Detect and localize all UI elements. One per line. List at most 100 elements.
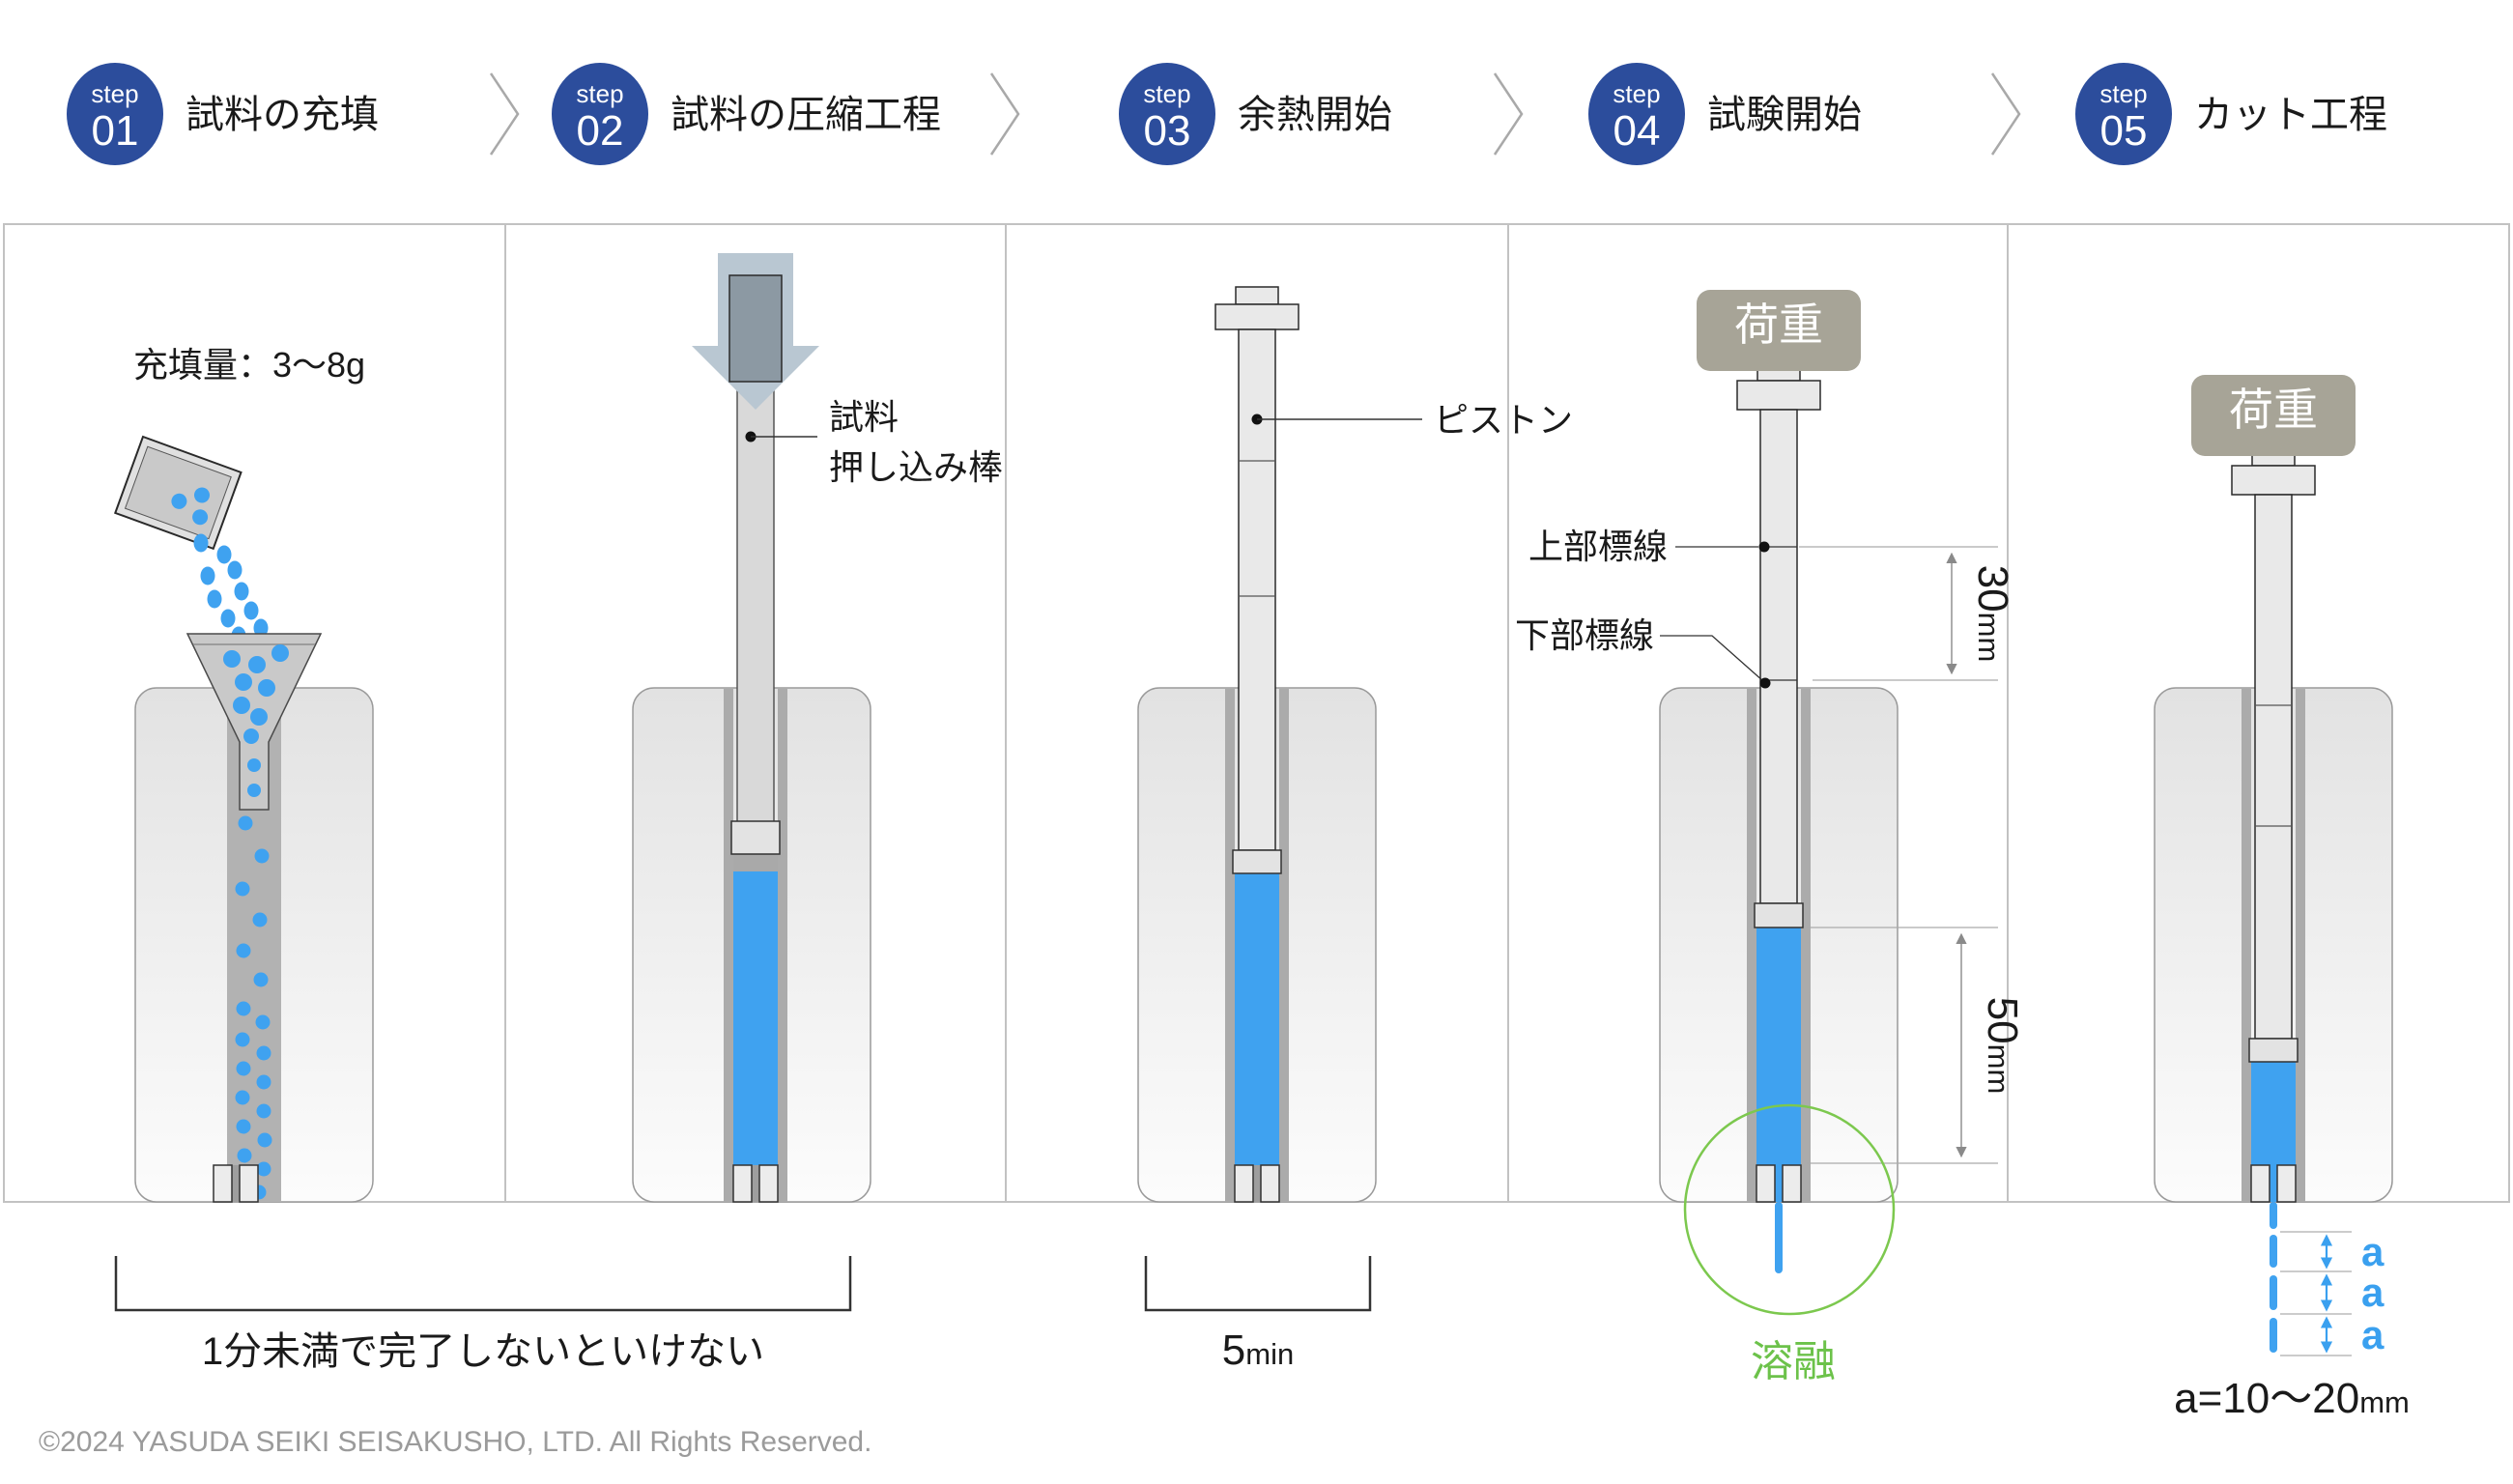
sample bbox=[1756, 928, 1801, 1165]
cut-formula: a=10〜20mm bbox=[2174, 1375, 2410, 1422]
preheat-unit: min bbox=[1245, 1337, 1294, 1371]
piston-collar bbox=[2248, 1038, 2299, 1063]
load-label: 荷重 bbox=[2229, 385, 2318, 435]
duration-bracket bbox=[114, 1256, 852, 1312]
channel-wall bbox=[2242, 688, 2251, 1202]
piston-flange bbox=[2231, 465, 2316, 496]
piston-collar bbox=[1232, 849, 1282, 874]
leader-dot bbox=[1758, 541, 1770, 553]
dimension-30mm: 30mm bbox=[1799, 546, 2016, 681]
panel-compression: 試料 押し込み棒 bbox=[632, 253, 1003, 1203]
upper-mark-label: 上部標線 bbox=[1528, 527, 1668, 566]
rod-collar bbox=[730, 820, 781, 855]
piston-collar bbox=[1754, 902, 1804, 928]
pellet-box bbox=[113, 435, 243, 551]
piston-label: ピストン bbox=[1434, 400, 1573, 440]
panel-test-start: 荷重 上部標線 下部標線 30mm 50mm bbox=[1515, 290, 2026, 1385]
channel-wall bbox=[1225, 688, 1235, 1202]
leader-line bbox=[1660, 635, 1764, 682]
rod-handle bbox=[728, 274, 783, 383]
channel-wall bbox=[1801, 688, 1811, 1202]
piston-shaft bbox=[1238, 328, 1276, 851]
cut-strand-segments bbox=[2270, 1202, 2277, 1353]
step-word: step bbox=[1143, 79, 1190, 108]
piston-shaft bbox=[1759, 409, 1798, 904]
rod-label-line2: 押し込み棒 bbox=[829, 447, 1003, 487]
chevron-right-icon bbox=[489, 72, 520, 156]
melt-label: 溶融 bbox=[1751, 1338, 1836, 1385]
step-item-3: step 03 余熱開始 bbox=[1119, 63, 1392, 165]
step-word: step bbox=[91, 79, 138, 108]
step-title: 試料の圧縮工程 bbox=[671, 94, 941, 136]
step-title: 余熱開始 bbox=[1238, 94, 1392, 136]
channel-wall bbox=[1747, 688, 1756, 1202]
duration-note: 1分未満で完了しないといけない bbox=[202, 1330, 764, 1373]
panel-preheat: ピストン 5min bbox=[1137, 286, 1573, 1374]
sample bbox=[2251, 1062, 2296, 1165]
die bbox=[1756, 1164, 1802, 1203]
step-circle bbox=[2075, 63, 2172, 165]
step-number: 04 bbox=[1613, 107, 1661, 155]
panel-sample-filling: 充填量：3〜8g bbox=[113, 345, 852, 1373]
chevron-right-icon bbox=[1493, 72, 1524, 156]
preheat-time: 5min bbox=[1222, 1327, 1294, 1374]
step-circle bbox=[552, 63, 648, 165]
step-item-4: step 04 試験開始 bbox=[1588, 63, 1862, 165]
preheat-bracket bbox=[1144, 1256, 1372, 1312]
step-circle bbox=[1588, 63, 1685, 165]
fill-amount-label: 充填量：3〜8g bbox=[133, 345, 365, 385]
leader-dot bbox=[1759, 677, 1771, 689]
step-item-2: step 02 試料の圧縮工程 bbox=[552, 63, 941, 165]
step-item-5: step 05 カット工程 bbox=[2075, 63, 2387, 165]
copyright: ©2024 YASUDA SEIKI SEISAKUSHO, LTD. All … bbox=[39, 1426, 871, 1458]
pellet-dots-funnel bbox=[223, 644, 289, 797]
channel-wall bbox=[2296, 688, 2305, 1202]
step-number: 01 bbox=[92, 107, 139, 155]
step-word: step bbox=[576, 79, 623, 108]
piston bbox=[1736, 349, 1821, 928]
step-item-1: step 01 試料の充填 bbox=[67, 63, 379, 165]
die bbox=[732, 1164, 779, 1203]
channel-wall bbox=[778, 688, 787, 1202]
step-word: step bbox=[1613, 79, 1660, 108]
piston-flange bbox=[1214, 303, 1299, 330]
rod-tip-plug bbox=[733, 854, 778, 871]
extruded-strand bbox=[1775, 1202, 1783, 1273]
push-rod bbox=[736, 379, 775, 825]
sample bbox=[1235, 873, 1279, 1165]
cut-length-a: a bbox=[2361, 1229, 2384, 1274]
dimension-50mm: 50mm bbox=[1807, 927, 2026, 1164]
step-number: 03 bbox=[1144, 107, 1191, 155]
sample bbox=[733, 871, 778, 1165]
pellet-dots-channel bbox=[235, 815, 272, 1200]
piston-cap bbox=[1235, 286, 1279, 305]
dim-30mm-text: 30mm bbox=[1969, 565, 2016, 663]
dim-50mm-text: 50mm bbox=[1979, 997, 2026, 1095]
load-label: 荷重 bbox=[1734, 300, 1823, 350]
step-title: カット工程 bbox=[2194, 94, 2387, 136]
step-title: 試験開始 bbox=[1707, 94, 1862, 136]
piston-flange bbox=[1736, 380, 1821, 411]
die bbox=[2250, 1164, 2297, 1203]
preheat-value: 5 bbox=[1222, 1327, 1245, 1374]
melt-circle bbox=[1683, 1103, 1896, 1316]
rod-label-line1: 試料 bbox=[829, 397, 899, 437]
cut-length-annotation: a a a bbox=[2280, 1229, 2384, 1357]
step-circle bbox=[67, 63, 163, 165]
load-box bbox=[1697, 290, 1861, 371]
step-number: 05 bbox=[2100, 107, 2148, 155]
cut-length-a: a bbox=[2361, 1270, 2384, 1315]
cut-length-a: a bbox=[2361, 1312, 2384, 1357]
load-box bbox=[2191, 375, 2356, 456]
chevron-right-icon bbox=[1990, 72, 2021, 156]
step-circle bbox=[1119, 63, 1215, 165]
piston-shaft bbox=[2254, 494, 2293, 1040]
die bbox=[1234, 1164, 1280, 1203]
step-header: step 01 試料の充填 step 02 試料の圧縮工程 step 03 余熱… bbox=[67, 63, 2387, 165]
chevron-right-icon bbox=[989, 72, 1020, 156]
panel-cutting: 荷重 a bbox=[2154, 375, 2410, 1422]
channel-wall bbox=[724, 688, 733, 1202]
die bbox=[213, 1164, 259, 1203]
